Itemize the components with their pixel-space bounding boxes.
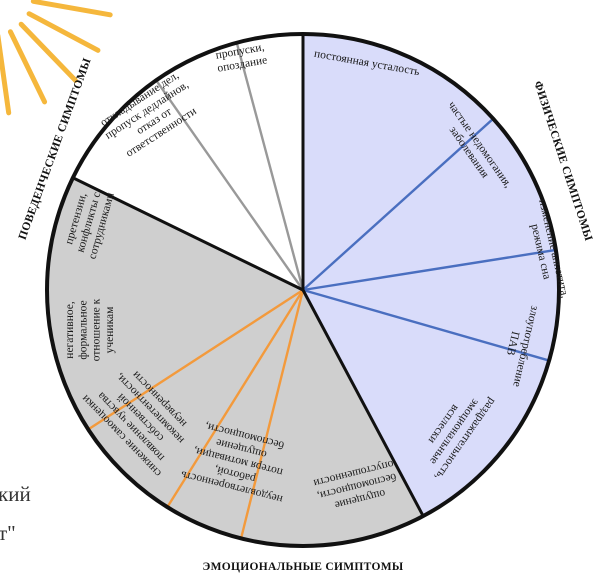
cropped-text-line-2: т" bbox=[0, 521, 16, 545]
segment-divider bbox=[87, 288, 304, 431]
segment-divider bbox=[302, 248, 557, 292]
segment-label-line: формальное bbox=[77, 300, 89, 359]
group-divider bbox=[72, 176, 304, 292]
segment-divider bbox=[155, 79, 304, 291]
sun-decoration bbox=[0, 0, 113, 116]
sun-ray bbox=[7, 29, 48, 105]
wheel-wedges bbox=[45, 32, 561, 548]
segment-label-line: отношение к bbox=[91, 298, 103, 361]
segment-label-students: негативное,формальноеотношение кученикам bbox=[64, 298, 116, 361]
behavioral-sector bbox=[72, 34, 303, 290]
sun-ray bbox=[18, 21, 78, 83]
segment-label-line: ученикам bbox=[104, 306, 116, 353]
segment-label-line: негативное, bbox=[64, 301, 76, 359]
group-divider bbox=[301, 289, 425, 517]
segment-divider bbox=[166, 289, 305, 508]
segment-label-line: ПАВ bbox=[504, 330, 521, 357]
segment-divider bbox=[235, 42, 305, 291]
sun-ray bbox=[0, 34, 12, 116]
cropped-text-line-1: кий bbox=[0, 482, 31, 506]
segment-divider bbox=[302, 288, 550, 362]
segment-divider bbox=[239, 289, 305, 539]
category-label-emotional: ЭМОЦИОНАЛЬНЫЕ СИМПТОМЫ bbox=[203, 561, 404, 573]
sun-ray bbox=[30, 0, 113, 18]
sun-ray bbox=[26, 11, 101, 53]
emotional-sector bbox=[46, 177, 424, 547]
segment-divider bbox=[302, 117, 495, 291]
physical-sector bbox=[303, 34, 559, 517]
wheel-outline bbox=[45, 32, 561, 548]
